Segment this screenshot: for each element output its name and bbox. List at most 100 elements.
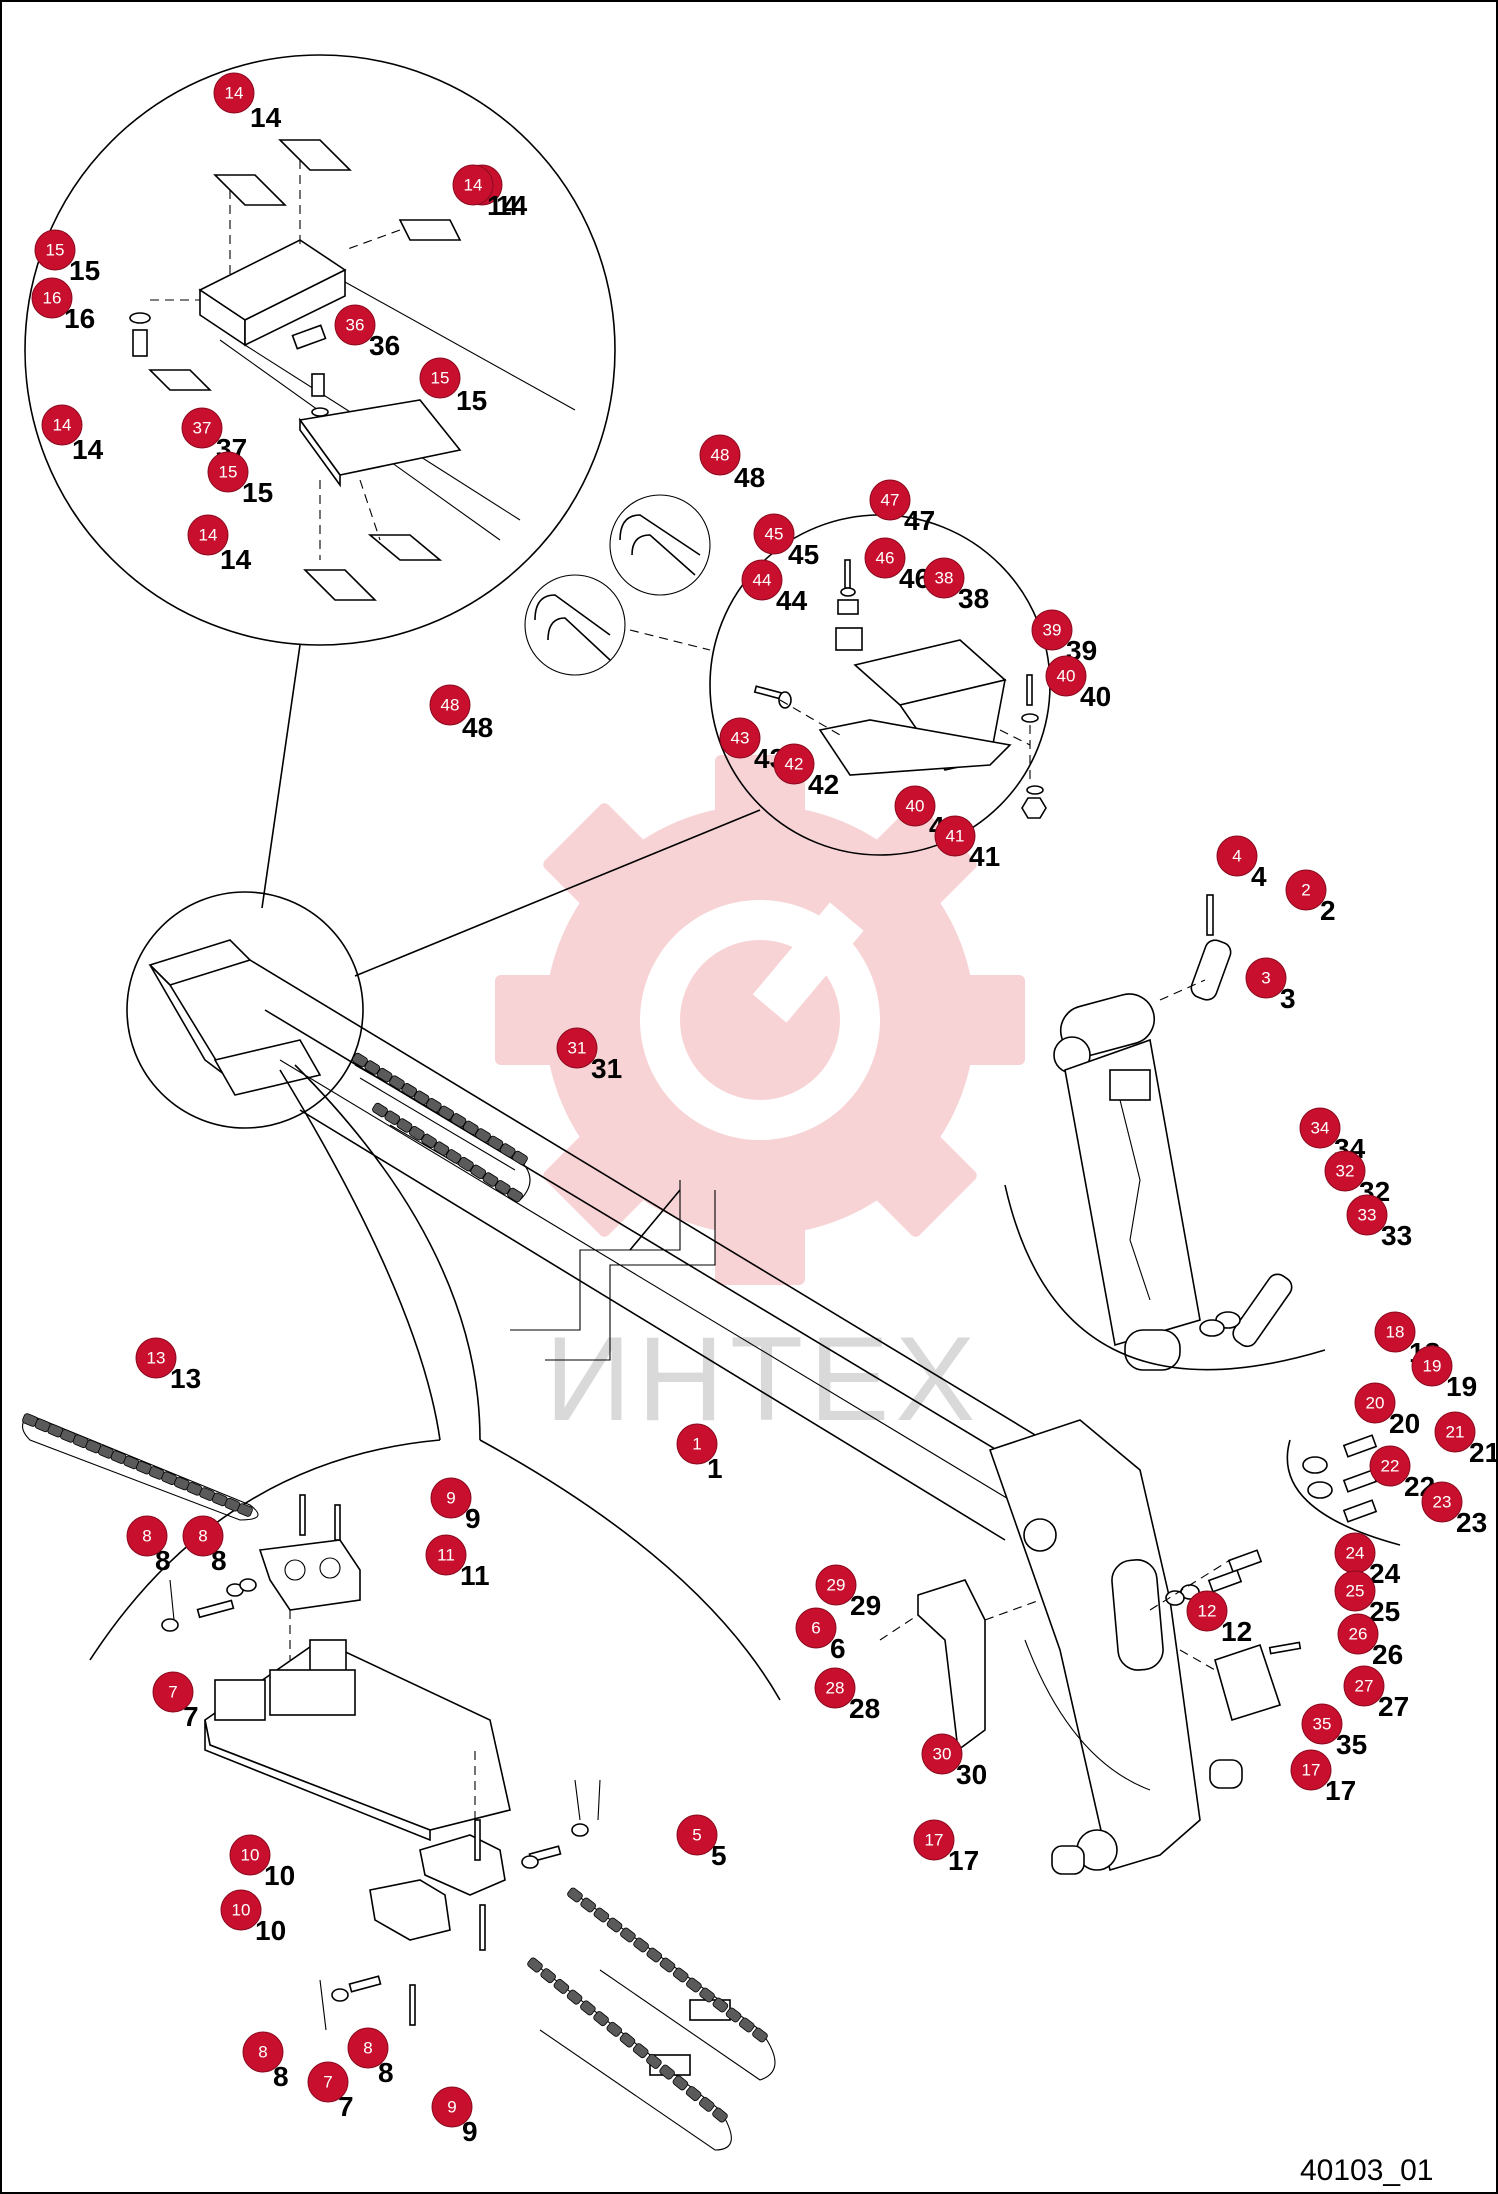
callout-badge[interactable] <box>135 1337 177 1379</box>
callout-badge[interactable] <box>431 2086 473 2128</box>
callout-badge[interactable] <box>207 451 249 493</box>
callout-badge[interactable] <box>1369 1445 1411 1487</box>
callout-badge[interactable] <box>1324 1150 1366 1192</box>
callout-badge[interactable] <box>425 1534 467 1576</box>
callout-badge[interactable] <box>923 557 965 599</box>
callout-badge-number: 46 <box>876 549 895 568</box>
callout-badge-number: 44 <box>753 571 772 590</box>
callout-badge[interactable] <box>921 1733 963 1775</box>
callout-badge[interactable] <box>699 434 741 476</box>
part-number-label: 48 <box>462 712 493 743</box>
callout-badge[interactable] <box>452 164 494 206</box>
callout-badge[interactable] <box>220 1889 262 1931</box>
hydraulic-cylinder <box>1004 894 1326 1371</box>
callout-badge[interactable] <box>1337 1613 1379 1655</box>
callout-badge[interactable] <box>1245 957 1287 999</box>
callout-badge[interactable] <box>182 1515 224 1557</box>
callout-badge-number: 4 <box>1232 847 1241 866</box>
callout-badge-number: 8 <box>363 2039 372 2058</box>
callout-badge-number: 14 <box>53 416 72 435</box>
u-bolt-lower <box>524 574 626 676</box>
callout-badge[interactable] <box>814 1667 856 1709</box>
chain-link <box>540 1968 556 1984</box>
callout-badge[interactable] <box>773 743 815 785</box>
callout-badge[interactable] <box>242 2031 284 2073</box>
callout-badge[interactable] <box>419 357 461 399</box>
watermark-logo <box>495 755 1025 1285</box>
callout-badge[interactable] <box>556 1027 598 1069</box>
callout-badge[interactable] <box>676 1814 718 1856</box>
chain-link <box>620 1927 636 1943</box>
chain-link <box>384 1110 401 1125</box>
callout-badge[interactable] <box>1334 1570 1376 1612</box>
chain-link <box>606 1917 623 1933</box>
part-number-label: 7 <box>338 2091 354 2122</box>
part-number-label: 40 <box>1080 681 1111 712</box>
u-bolt-upper <box>609 494 711 596</box>
callout-badge[interactable] <box>1301 1703 1343 1745</box>
callout-badge[interactable] <box>795 1607 837 1649</box>
callout-badge[interactable] <box>1216 835 1258 877</box>
callout-badge[interactable] <box>741 559 783 601</box>
callout-badge-number: 3 <box>1261 969 1270 988</box>
chain-link <box>401 1083 418 1098</box>
callout-badge[interactable] <box>1346 1194 1388 1236</box>
part-number-label: 27 <box>1378 1691 1409 1722</box>
callout-badge[interactable] <box>334 304 376 346</box>
callout-badge-number: 14 <box>464 176 483 195</box>
callout-badge[interactable] <box>429 684 471 726</box>
callout-badge[interactable] <box>1354 1382 1396 1424</box>
callout-badge[interactable] <box>347 2027 389 2069</box>
callout-badge-number: 21 <box>1446 1423 1465 1442</box>
callout-badge-number: 5 <box>692 1826 701 1845</box>
callout-badge-number: 13 <box>147 1349 166 1368</box>
callout-badge[interactable] <box>34 229 76 271</box>
callout-badge[interactable] <box>307 2061 349 2103</box>
callout-badge[interactable] <box>1290 1749 1332 1791</box>
callout-badge[interactable] <box>676 1423 718 1465</box>
callout-badge[interactable] <box>229 1834 271 1876</box>
callout-layer: 1414141414141515161636361515141437371515… <box>31 72 1498 2147</box>
callout-badge[interactable] <box>1299 1107 1341 1149</box>
callout-badge[interactable] <box>934 815 976 857</box>
callout-badge[interactable] <box>1186 1590 1228 1632</box>
callout-badge[interactable] <box>1045 655 1087 697</box>
callout-badge[interactable] <box>430 1477 472 1519</box>
part-number-label: 31 <box>591 1053 622 1084</box>
callout-badge[interactable] <box>213 72 255 114</box>
callout-badge[interactable] <box>815 1564 857 1606</box>
callout-badge[interactable] <box>1343 1665 1385 1707</box>
callout-badge[interactable] <box>1434 1411 1476 1453</box>
part-number-label: 48 <box>734 462 765 493</box>
callout-badge-number: 14 <box>199 526 218 545</box>
callout-badge-number: 17 <box>1302 1761 1321 1780</box>
callout-badge-number: 19 <box>1423 1357 1442 1376</box>
callout-badge[interactable] <box>1421 1481 1463 1523</box>
callout-badge[interactable] <box>187 514 229 556</box>
callout-badge[interactable] <box>1285 869 1327 911</box>
chain-link <box>396 1118 413 1133</box>
callout-badge[interactable] <box>864 537 906 579</box>
callout-badge[interactable] <box>126 1515 168 1557</box>
fitting-group <box>1149 1434 1401 1611</box>
chain-link <box>672 2075 689 2091</box>
callout-badge[interactable] <box>913 1819 955 1861</box>
chain-link <box>672 1967 689 1983</box>
chain-link <box>462 1120 479 1135</box>
callout-badge[interactable] <box>1411 1345 1453 1387</box>
callout-badge[interactable] <box>753 513 795 555</box>
callout-badge[interactable] <box>1031 609 1073 651</box>
callout-badge[interactable] <box>181 407 223 449</box>
chain-link <box>619 2032 636 2048</box>
callout-badge-number: 48 <box>711 446 730 465</box>
callout-badge[interactable] <box>41 404 83 446</box>
callout-badge[interactable] <box>719 717 761 759</box>
callout-badge[interactable] <box>31 277 73 319</box>
callout-badge[interactable] <box>894 785 936 827</box>
callout-badge[interactable] <box>869 479 911 521</box>
part-number-label: 15 <box>242 477 273 508</box>
callout-badge-number: 39 <box>1043 621 1062 640</box>
callout-badge[interactable] <box>152 1671 194 1713</box>
callout-badge[interactable] <box>1374 1311 1416 1353</box>
